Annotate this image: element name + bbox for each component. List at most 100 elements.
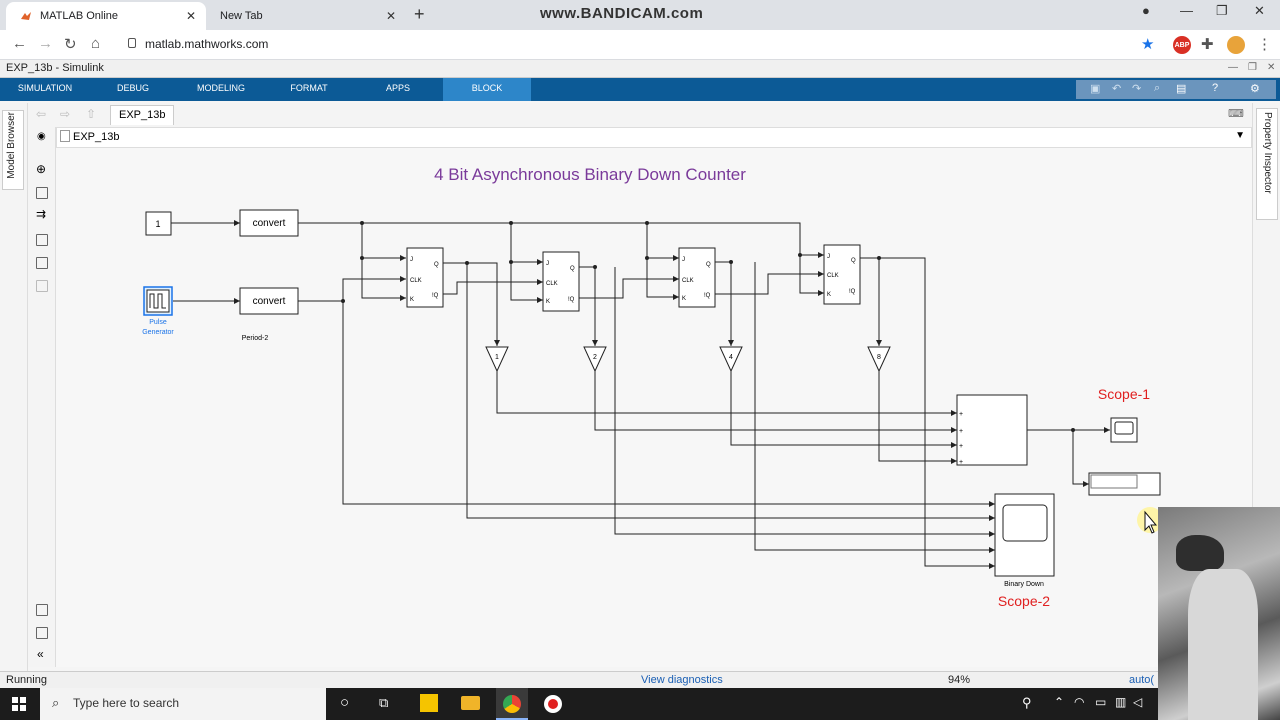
file-explorer-icon[interactable] xyxy=(461,696,480,710)
view-diagnostics-link[interactable]: View diagnostics xyxy=(641,674,723,686)
windows-start-icon[interactable] xyxy=(12,697,26,711)
close-icon[interactable]: ✕ xyxy=(1267,62,1276,73)
collapse-palette-icon[interactable]: « xyxy=(37,647,44,661)
wire xyxy=(466,263,995,519)
zoom-icon[interactable]: ⊕ xyxy=(36,162,47,176)
settings-icon[interactable]: ⚙ xyxy=(1250,83,1260,95)
tab-matlab-online[interactable]: MATLAB Online ✕ xyxy=(6,2,206,30)
save-icon[interactable]: ▣ xyxy=(1090,83,1101,95)
maximize-icon[interactable]: ❐ xyxy=(1216,3,1228,18)
svg-text:!Q: !Q xyxy=(849,289,856,295)
tab-block[interactable]: BLOCK xyxy=(443,78,531,101)
model-path[interactable]: EXP_13b xyxy=(73,131,120,143)
model-browser-tab[interactable] xyxy=(2,110,24,190)
gain-block-8[interactable]: 8 xyxy=(867,346,891,373)
battery-icon[interactable]: ▭ xyxy=(1095,695,1107,709)
pulse-generator-block[interactable]: Pulse Generator xyxy=(142,286,174,336)
wifi-icon[interactable]: ◠ xyxy=(1074,695,1085,709)
jk-flip-flop-4[interactable]: J CLK K Q !Q xyxy=(823,244,861,305)
svg-text:4: 4 xyxy=(729,354,733,361)
keyboard-icon[interactable]: ⌨ xyxy=(1228,108,1244,120)
undo-icon[interactable]: ↶ xyxy=(1112,83,1122,95)
annotation-icon[interactable] xyxy=(36,234,48,246)
minimize-icon[interactable]: — xyxy=(1180,3,1193,18)
new-tab-icon[interactable]: + xyxy=(414,4,425,24)
gain-block-1[interactable]: 1 xyxy=(485,346,509,373)
avatar[interactable] xyxy=(1227,36,1245,54)
jk-flip-flop-3[interactable]: J CLK K Q !Q xyxy=(678,247,716,308)
solver-link[interactable]: auto( xyxy=(1129,674,1155,686)
extensions-icon[interactable]: ✚ xyxy=(1201,36,1214,53)
forward-icon[interactable]: ⇨ xyxy=(60,107,71,121)
scope-1-block[interactable] xyxy=(1110,417,1138,443)
area-icon[interactable] xyxy=(36,280,48,292)
convert-block-1[interactable]: convert xyxy=(239,209,299,237)
chrome-icon xyxy=(503,695,521,713)
svg-text:K: K xyxy=(546,299,550,305)
layout-icon[interactable]: ▤ xyxy=(1176,83,1187,95)
close-tab-icon[interactable]: ✕ xyxy=(185,9,196,23)
close-tab-icon[interactable]: ✕ xyxy=(385,9,396,23)
tab-simulation[interactable]: SIMULATION xyxy=(17,83,73,93)
close-window-icon[interactable]: ✕ xyxy=(1254,3,1265,18)
scope-2-block[interactable] xyxy=(994,493,1055,577)
svg-text:+: + xyxy=(959,443,963,450)
image-icon[interactable] xyxy=(36,257,48,269)
jk-flip-flop-1[interactable]: J CLK K Q !Q xyxy=(406,247,444,308)
volume-icon[interactable]: ◁ xyxy=(1133,695,1143,709)
search-icon[interactable]: ⌕ xyxy=(1154,82,1161,94)
sticky-notes-icon[interactable] xyxy=(420,694,438,712)
arrowhead xyxy=(818,252,824,258)
tab-debug[interactable]: DEBUG xyxy=(116,83,149,93)
jk-flip-flop-2[interactable]: J CLK K Q !Q xyxy=(542,251,580,312)
gain-block-2[interactable]: 2 xyxy=(583,346,607,373)
cortana-icon[interactable]: ○ xyxy=(340,694,350,711)
back-icon[interactable]: ⇦ xyxy=(36,107,47,121)
svg-text:!Q: !Q xyxy=(568,297,575,303)
network-icon[interactable]: ▥ xyxy=(1115,695,1127,709)
people-icon[interactable]: ⚲ xyxy=(1022,695,1032,710)
minimize-icon[interactable]: — xyxy=(1228,62,1238,73)
gain-block-4[interactable]: 4 xyxy=(719,346,743,373)
bandicam-icon[interactable] xyxy=(544,695,562,713)
profile-dropdown-icon[interactable]: ● xyxy=(1142,3,1150,18)
constant-value: 1 xyxy=(155,219,160,229)
tab-format[interactable]: FORMAT xyxy=(290,83,328,93)
restore-icon[interactable]: ❐ xyxy=(1248,62,1257,73)
home-icon[interactable]: ⌂ xyxy=(91,35,101,52)
chevron-down-icon[interactable]: ▼ xyxy=(1235,130,1245,141)
tab-new-tab[interactable]: New Tab ✕ xyxy=(206,2,406,30)
menu-icon[interactable]: ⋮ xyxy=(1257,36,1272,53)
arrow-icon[interactable]: ⇉ xyxy=(36,207,47,221)
tab-modeling[interactable]: MODELING xyxy=(196,83,245,93)
collapse-browser-icon[interactable]: ◉ xyxy=(37,131,46,142)
fit-to-view-icon[interactable] xyxy=(36,187,48,199)
help-icon[interactable]: ? xyxy=(1212,82,1219,94)
url-field[interactable]: matlab.mathworks.com xyxy=(145,37,269,51)
convert-block-2[interactable]: convert xyxy=(239,287,299,315)
tab-apps[interactable]: APPS xyxy=(385,83,410,93)
up-icon[interactable]: ⇧ xyxy=(86,107,97,121)
convert-label: convert xyxy=(253,296,286,307)
bookmark-star-icon[interactable]: ★ xyxy=(1141,36,1155,53)
scope-2-caption: Binary Down xyxy=(1004,581,1044,588)
forward-icon[interactable]: → xyxy=(38,35,53,52)
explorer-icon[interactable] xyxy=(36,627,48,639)
sum-block[interactable]: + + + + xyxy=(956,394,1028,466)
property-inspector-tab[interactable] xyxy=(1256,108,1278,220)
back-icon[interactable]: ← xyxy=(12,35,27,52)
task-view-icon[interactable]: ⧉ xyxy=(379,695,389,710)
taskbar-search-box[interactable]: ⌕ Type here to search xyxy=(40,688,326,720)
model-tab[interactable]: EXP_13b xyxy=(110,105,175,125)
reload-icon[interactable]: ↻ xyxy=(64,36,77,53)
constant-block[interactable]: 1 xyxy=(145,211,172,236)
display-block[interactable] xyxy=(1088,472,1161,496)
redo-icon[interactable]: ↷ xyxy=(1132,83,1142,95)
wire xyxy=(510,223,543,263)
screenshot-icon[interactable] xyxy=(36,604,48,616)
adblock-icon[interactable]: ABP xyxy=(1173,36,1191,54)
simulink-canvas[interactable]: 4 Bit Asynchronous Binary Down Counter 1… xyxy=(56,148,1252,667)
tray-chevron-icon[interactable]: ⌃ xyxy=(1054,695,1065,709)
svg-text:+: + xyxy=(959,428,963,435)
arrowhead xyxy=(673,294,679,300)
